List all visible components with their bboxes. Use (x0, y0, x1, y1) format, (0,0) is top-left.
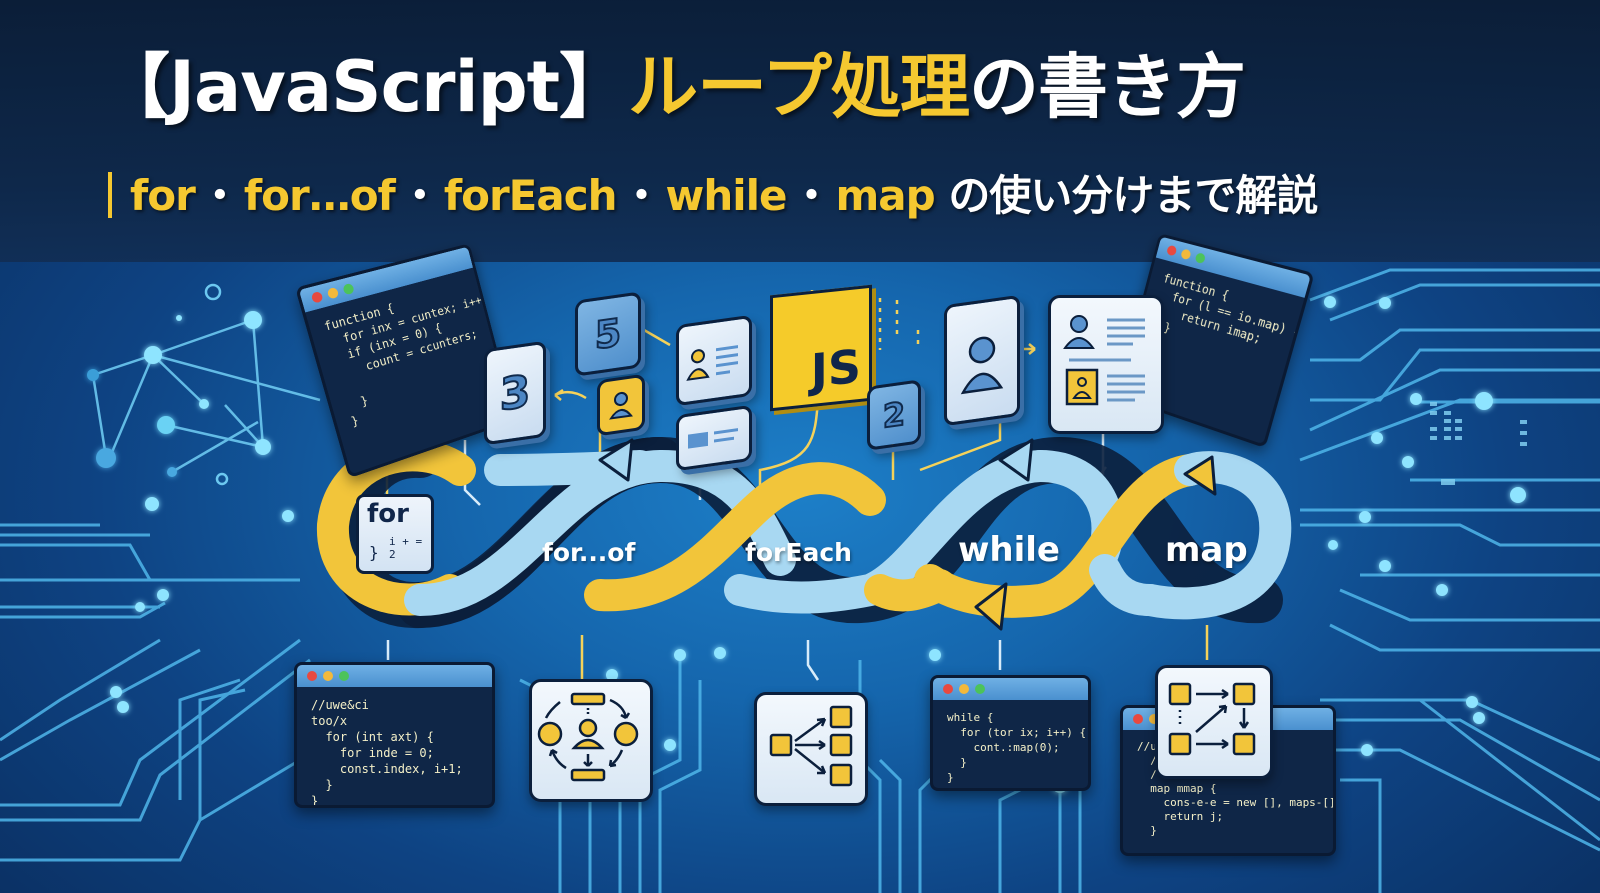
close-dot-icon (1133, 714, 1143, 724)
title-banner (0, 0, 1600, 262)
tile-digit-2: 2 (867, 379, 921, 451)
tile-document (676, 405, 752, 472)
subtitle-keyword-for: for (130, 171, 195, 220)
profile-card-icon (684, 331, 744, 389)
for-loop-card: for i + = 2 } (356, 494, 434, 574)
map-transform-card (1155, 665, 1273, 779)
loop-cycle-card (529, 679, 653, 802)
subtitle-separator: ・ (199, 171, 240, 220)
tile-user-large (944, 295, 1020, 427)
subtitle-keyword-for-of: for…of (244, 171, 395, 220)
loop-label-for-of: for...of (542, 538, 635, 567)
loop-label-while: while (958, 530, 1060, 570)
digit-3-label: 3 (500, 365, 531, 420)
minimize-dot-icon (959, 684, 969, 694)
maximize-dot-icon (339, 671, 349, 681)
subtitle-keyword-foreach: forEach (444, 171, 617, 220)
for-expression: i + = 2 (389, 535, 431, 561)
maximize-dot-icon (1194, 252, 1206, 264)
subtitle-suffix: の使い分けまで解説 (948, 171, 1317, 220)
code-snippet: while { for (tor ix; i++) { cont.:map(0)… (933, 700, 1088, 791)
subtitle-accent-bar (108, 172, 112, 218)
window-titlebar (297, 665, 492, 687)
document-icon (684, 419, 744, 457)
profile-document-icon (1051, 298, 1155, 425)
close-dot-icon (311, 291, 324, 304)
page-title: 【JavaScript】ループ処理の書き方 (100, 52, 1245, 122)
code-window-while: while { for (tor ix; i++) { cont.:map(0)… (930, 675, 1091, 791)
subtitle-separator: ・ (399, 171, 440, 220)
window-titlebar (933, 678, 1088, 700)
subtitle-separator: ・ (791, 171, 832, 220)
javascript-logo-tile: JS (770, 285, 872, 412)
user-icon (607, 387, 635, 423)
minimize-dot-icon (327, 287, 340, 300)
minimize-dot-icon (323, 671, 333, 681)
close-dot-icon (307, 671, 317, 681)
tile-user-yellow (597, 374, 645, 437)
title-highlight: ループ処理 (628, 46, 969, 128)
subtitle-keyword-map: map (836, 171, 935, 220)
user-icon (957, 322, 1007, 399)
code-snippet: //uwe&ci too/x for (int axt) { for inde … (297, 687, 492, 808)
loop-label-foreach: forEach (745, 538, 852, 567)
title-bracket-open: 【 (100, 46, 169, 128)
for-keyword: for (367, 499, 409, 529)
tile-digit-5: 5 (575, 291, 641, 376)
title-language: JavaScript (169, 46, 559, 128)
maximize-dot-icon (975, 684, 985, 694)
subtitle-separator: ・ (621, 171, 662, 220)
close-dot-icon (1166, 245, 1177, 257)
tile-digit-3: 3 (484, 341, 546, 446)
map-transform-icon (1158, 668, 1264, 770)
code-window-bottom-left: //uwe&ci too/x for (int axt) { for inde … (294, 662, 495, 808)
profile-document-card (1048, 295, 1164, 434)
tile-profile-card (676, 315, 752, 407)
cycle-user-icon (532, 682, 644, 793)
minimize-dot-icon (1180, 248, 1191, 260)
js-logo-text: JS (811, 338, 869, 404)
loop-label-map: map (1165, 530, 1248, 570)
maximize-dot-icon (342, 283, 354, 296)
for-brace: } (369, 543, 379, 562)
close-dot-icon (943, 684, 953, 694)
subtitle-keyword-while: while (666, 171, 787, 220)
page-subtitle: for・for…of・forEach・while・map の使い分けまで解説 (108, 172, 1317, 218)
title-bracket-close: 】 (559, 46, 628, 128)
digit-2-label: 2 (883, 394, 905, 435)
digit-5-label: 5 (595, 310, 621, 358)
foreach-branch-card (754, 692, 868, 806)
title-suffix: の書き方 (969, 46, 1245, 128)
branch-arrows-icon (757, 695, 859, 797)
